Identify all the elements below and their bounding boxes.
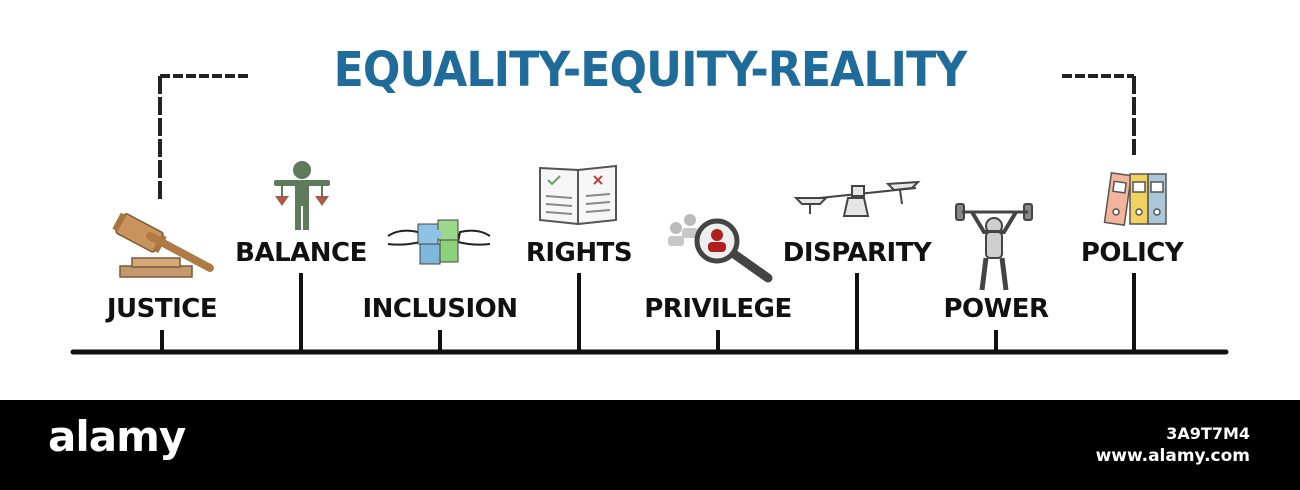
person-scales-icon (274, 161, 330, 230)
magnifier-person-icon (668, 214, 773, 283)
watermark-bar (0, 400, 1300, 490)
label-policy: POLICY (1080, 238, 1184, 268)
title-bracket-left (158, 74, 250, 200)
binders-icon (1103, 171, 1167, 226)
label-balance: BALANCE (235, 238, 367, 268)
gavel-icon (112, 212, 214, 278)
diagram-title: EQUALITY-EQUITY-REALITY (333, 42, 968, 98)
diagram (70, 74, 1229, 355)
open-document-icon (539, 164, 617, 226)
weightlifter-icon (955, 203, 1033, 291)
label-inclusion: INCLUSION (362, 294, 518, 324)
image-id: 3A9T7M4 (1166, 424, 1250, 443)
label-justice: JUSTICE (106, 294, 218, 324)
puzzle-hands-icon (387, 219, 491, 265)
label-rights: RIGHTS (525, 238, 633, 268)
label-power: POWER (943, 294, 1049, 324)
label-privilege: PRIVILEGE (644, 294, 792, 324)
seesaw-icon (793, 180, 921, 217)
watermark-url: www.alamy.com (1095, 446, 1250, 466)
watermark-logo: alamy (48, 412, 186, 461)
title-bracket-right (1062, 74, 1136, 155)
label-disparity: DISPARITY (782, 238, 932, 268)
connectors (160, 273, 1136, 352)
